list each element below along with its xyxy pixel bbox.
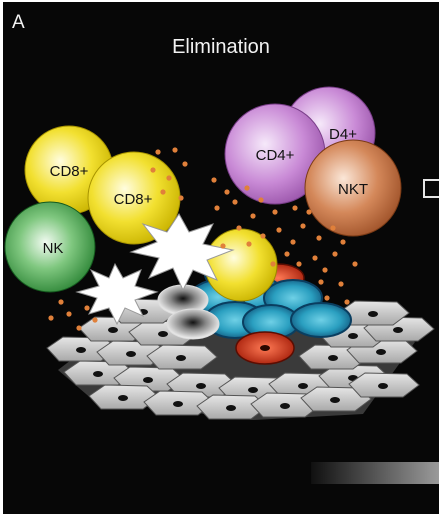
cytokine-dot	[224, 189, 230, 195]
cytokine-dot	[244, 185, 250, 191]
cd8-label-left: CD8+	[50, 163, 89, 180]
epithelial-cells	[46, 298, 435, 420]
cd8-cell-partial	[204, 228, 278, 302]
cytokine-dot	[260, 233, 266, 239]
cytokine-dot	[352, 261, 358, 267]
nk-label: NK	[43, 240, 64, 257]
cytokine-dot	[270, 261, 276, 267]
cytokine-dot	[211, 177, 217, 183]
cytokine-dot	[246, 241, 252, 247]
cytokine-dot	[324, 295, 330, 301]
cd8-label-right: CD8+	[114, 191, 153, 208]
cytokine-dot	[340, 239, 346, 245]
cytokine-dot	[292, 205, 298, 211]
cytokine-dot	[236, 225, 242, 231]
cd8-cell-right: CD8+	[87, 151, 181, 245]
cytokine-dot	[166, 175, 172, 181]
cytokine-particles	[48, 147, 358, 331]
cytokine-dot	[76, 325, 82, 331]
cytokine-dot	[330, 225, 336, 231]
nkt-cell: NKT	[304, 139, 402, 237]
panel-letter: A	[12, 12, 25, 33]
cytokine-dot	[306, 209, 312, 215]
cytotoxic-burst-large	[129, 213, 235, 292]
panel-title: Elimination	[172, 36, 270, 58]
nkt-label: NKT	[338, 181, 368, 198]
epithelial-cell	[338, 300, 410, 326]
dying-cell	[166, 308, 220, 340]
cd4-label-front: CD4+	[256, 147, 295, 164]
cytokine-dot	[318, 279, 324, 285]
cytokine-dot	[316, 235, 322, 241]
cytokine-dot	[172, 147, 178, 153]
cytokine-dot	[178, 195, 184, 201]
cytokine-dot	[150, 167, 156, 173]
cytokine-dot	[284, 251, 290, 257]
cytokine-dot	[214, 205, 220, 211]
cytokine-dot	[272, 209, 278, 215]
cytokine-dot	[92, 317, 98, 323]
tumor-cell-blue	[290, 302, 352, 338]
cytokine-dot	[322, 267, 328, 273]
cytokine-dot	[276, 227, 282, 233]
epithelial-cell	[196, 394, 268, 420]
cytokine-dot	[312, 255, 318, 261]
cytokine-dot	[155, 149, 161, 155]
cytokine-dot	[258, 197, 264, 203]
epithelial-cell	[146, 344, 218, 370]
cytokine-dot	[344, 299, 350, 305]
epithelial-cell	[348, 372, 420, 398]
cytokine-dot	[66, 311, 72, 317]
cytokine-dot	[58, 299, 64, 305]
cytokine-dot	[84, 305, 90, 311]
tumor-nucleus	[260, 345, 270, 351]
cytokine-dot	[48, 315, 54, 321]
figure-panel: CD8+ NK CD8+ D4+ CD4+ NKT	[3, 2, 439, 514]
cd4-cell-front: CD4+	[224, 103, 326, 205]
cytokine-dot	[182, 161, 188, 167]
epithelial-cell	[88, 384, 160, 410]
cytokine-dot	[332, 251, 338, 257]
cytokine-dot	[220, 243, 226, 249]
elimination-diagram: CD8+ NK CD8+ D4+ CD4+ NKT	[4, 86, 439, 484]
nk-cell: NK	[4, 201, 96, 293]
cytokine-dot	[290, 239, 296, 245]
cd4-label-back: D4+	[329, 126, 357, 143]
cytokine-dot	[232, 199, 238, 205]
cytokine-dot	[338, 281, 344, 287]
gradient-bar	[311, 462, 439, 484]
cytokine-dot	[300, 223, 306, 229]
cytokine-dot	[160, 189, 166, 195]
cytokine-dot	[296, 261, 302, 267]
cytokine-dot	[250, 213, 256, 219]
epithelial-cell	[300, 386, 372, 412]
cytotoxic-burst-small	[75, 262, 159, 326]
bracket-marker	[423, 179, 439, 198]
